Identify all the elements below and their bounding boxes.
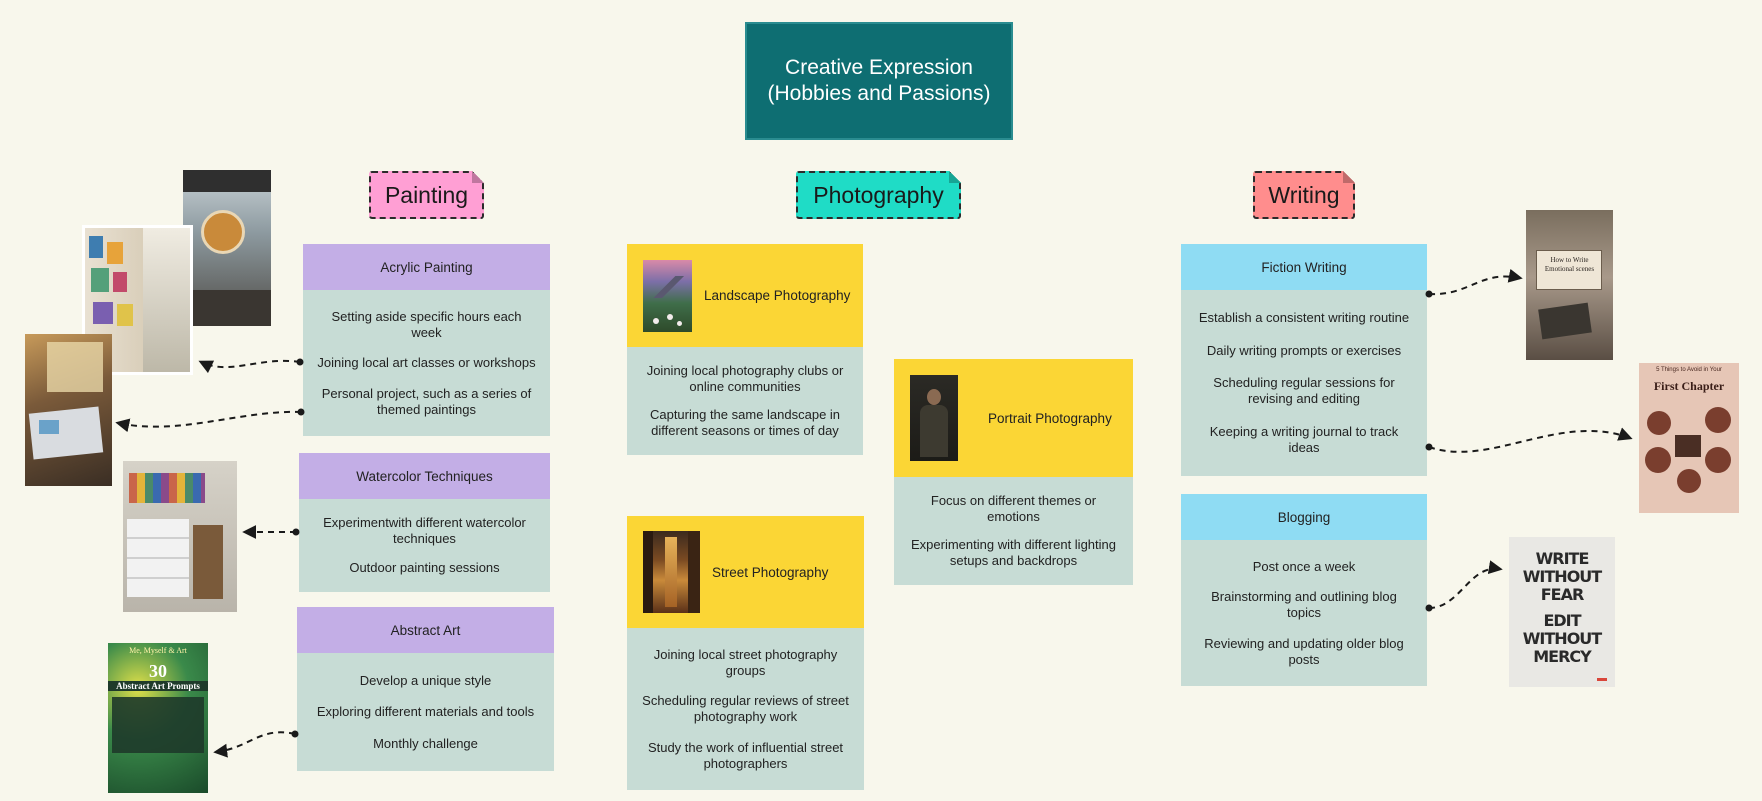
connector-blogging	[1428, 560, 1503, 609]
card-portrait-photography[interactable]: Portrait Photography Focus on different …	[894, 359, 1133, 585]
poster-top-text: 5 Things to Avoid in Your	[1656, 367, 1722, 373]
poster-line: WITHOUT	[1522, 629, 1602, 648]
card-title: Fiction Writing	[1261, 259, 1347, 275]
card-blogging[interactable]: Blogging Post once a week Brainstorming …	[1181, 494, 1427, 686]
card-title: Street Photography	[712, 564, 829, 580]
painting-desk-image	[25, 334, 112, 486]
card-street-photography[interactable]: Street Photography Joining local street …	[627, 516, 864, 790]
card-fiction-writing[interactable]: Fiction Writing Establish a consistent w…	[1181, 244, 1427, 476]
card-header: Portrait Photography	[894, 359, 1133, 477]
street-thumbnail	[643, 531, 700, 613]
list-item: Experimenting with different lighting se…	[911, 537, 1116, 568]
poster-top-text: Me, Myself & Art	[129, 646, 187, 655]
list-item: Joining local street photography groups	[653, 646, 838, 678]
card-header: Acrylic Painting	[303, 244, 550, 290]
poster-line: EDIT	[1543, 611, 1581, 630]
card-acrylic-painting[interactable]: Acrylic Painting Setting aside specific …	[303, 244, 550, 436]
list-item: Scheduling regular sessions for revising…	[1213, 375, 1395, 407]
first-chapter-poster: 5 Things to Avoid in Your First Chapter	[1639, 363, 1739, 513]
list-item: Develop a unique style	[359, 672, 492, 688]
card-header: Fiction Writing	[1181, 244, 1427, 290]
list-item: Daily writing prompts or exercises	[1206, 342, 1402, 358]
card-watercolor-techniques[interactable]: Watercolor Techniques Experimentwith dif…	[299, 453, 550, 592]
category-photography[interactable]: Photography	[796, 171, 961, 219]
list-item: Brainstorming and outlining blog topics	[1211, 589, 1397, 620]
card-body: Focus on different themes or emotions Ex…	[894, 477, 1133, 585]
card-header: Abstract Art	[297, 607, 554, 653]
connector-fiction	[1428, 268, 1523, 296]
list-item: Capturing the same landscape in differen…	[649, 407, 841, 438]
card-title: Blogging	[1277, 509, 1331, 525]
list-item: Joining local art classes or workshops	[317, 355, 536, 370]
card-body: Experimentwith different watercolor tech…	[299, 499, 550, 592]
card-body: Post once a week Brainstorming and outli…	[1181, 540, 1427, 686]
poster-title: How to Write Emotional scenes	[1544, 256, 1595, 273]
category-writing[interactable]: Writing	[1253, 171, 1355, 219]
card-title: Watercolor Techniques	[356, 468, 493, 484]
connector-abstract	[213, 731, 296, 758]
watercolor-palette-image	[123, 461, 237, 612]
connector-classes	[198, 359, 301, 374]
category-painting[interactable]: Painting	[369, 171, 484, 219]
list-item: Exploring different materials and tools	[316, 704, 535, 719]
poster-line: WRITE	[1535, 549, 1590, 568]
list-item: Post once a week	[1252, 558, 1356, 574]
card-title: Portrait Photography	[988, 410, 1112, 426]
card-body: Develop a unique style Exploring differe…	[297, 653, 554, 771]
card-body: Setting aside specific hours each week J…	[303, 290, 550, 436]
list-item: Monthly challenge	[373, 735, 478, 751]
poster-title: First Chapter	[1653, 379, 1725, 393]
poster-subtitle: Abstract Art Prompts	[108, 681, 208, 691]
abstract-art-prompts-poster: Me, Myself & Art 30 Abstract Art Prompts	[108, 643, 208, 793]
card-title: Acrylic Painting	[380, 259, 473, 275]
list-item: Scheduling regular reviews of street pho…	[642, 693, 849, 724]
card-header: Street Photography	[627, 516, 864, 628]
card-header: Blogging	[1181, 494, 1427, 540]
card-body: Establish a consistent writing routine D…	[1181, 290, 1427, 476]
portrait-thumbnail	[910, 375, 958, 461]
list-item: Setting aside specific hours each week	[331, 308, 522, 340]
landscape-thumbnail	[643, 259, 692, 332]
card-title: Landscape Photography	[704, 288, 851, 303]
list-item: Personal project, such as a series of th…	[321, 385, 532, 417]
connector-project	[115, 410, 302, 433]
poster-line: WITHOUT	[1522, 567, 1602, 586]
poster-line: FEAR	[1540, 585, 1585, 604]
poster-line: MERCY	[1533, 647, 1592, 666]
card-abstract-art[interactable]: Abstract Art Develop a unique style Expl…	[297, 607, 554, 771]
emotional-scenes-image: How to Write Emotional scenes	[1526, 210, 1613, 360]
card-body: Joining local photography clubs or onlin…	[627, 347, 863, 455]
write-without-fear-poster: WRITE WITHOUT FEAR EDIT WITHOUT MERCY	[1509, 537, 1615, 687]
poster-number: 30	[149, 661, 167, 681]
card-body: Joining local street photography groups …	[627, 628, 864, 790]
list-item: Establish a consistent writing routine	[1198, 310, 1410, 326]
card-landscape-photography[interactable]: Landscape Photography Joining local phot…	[627, 244, 863, 455]
list-item: Study the work of influential street pho…	[647, 739, 844, 771]
gallery-storefront-image	[183, 170, 271, 326]
card-title: Abstract Art	[390, 622, 461, 638]
list-item: Joining local photography clubs or onlin…	[646, 363, 844, 394]
card-header: Watercolor Techniques	[299, 453, 550, 499]
list-item: Keeping a writing journal to track ideas	[1209, 423, 1399, 455]
list-item: Focus on different themes or emotions	[930, 493, 1097, 524]
main-title: Creative Expression (Hobbies and Passion…	[745, 22, 1013, 140]
connector-journal	[1428, 427, 1633, 453]
list-item: Reviewing and updating older blog posts	[1204, 635, 1404, 667]
list-item: Experimentwith different watercolor tech…	[323, 515, 526, 547]
card-header: Landscape Photography	[627, 244, 863, 347]
list-item: Outdoor painting sessions	[349, 559, 500, 575]
